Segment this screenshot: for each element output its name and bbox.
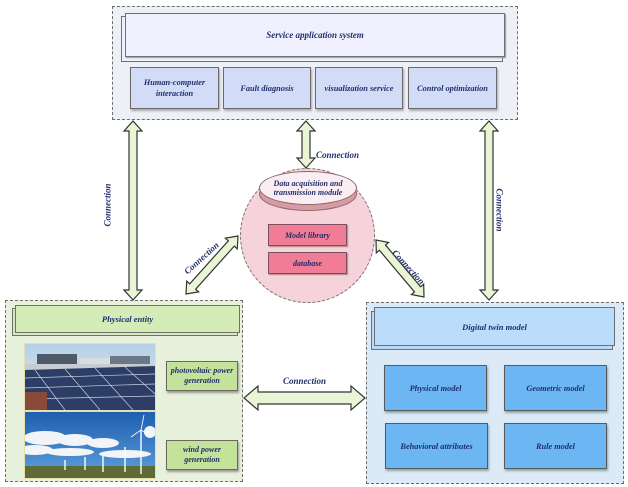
connection-label-right: Connection bbox=[494, 188, 505, 232]
wind-turbines-image bbox=[25, 412, 155, 478]
service-application-title: Service application system bbox=[125, 13, 505, 57]
wind-generation-box[interactable]: wind power generation bbox=[166, 440, 238, 470]
data-acquisition-module[interactable]: Data acquisition and transmission module bbox=[259, 171, 357, 205]
module-visualization-service[interactable]: visualization service bbox=[315, 67, 403, 109]
arrow-hub-twin bbox=[375, 239, 425, 298]
arrow-service-physical bbox=[122, 120, 144, 301]
database-box[interactable]: database bbox=[268, 252, 347, 274]
model-library-box[interactable]: Model library bbox=[268, 224, 347, 246]
connection-label-left: Connection bbox=[102, 183, 113, 227]
solar-panels-photo bbox=[24, 343, 156, 411]
connection-label-bottom: Connection bbox=[283, 376, 327, 386]
behavioral-attributes-box[interactable]: Behavioral attributes bbox=[385, 423, 488, 469]
module-control-optimization[interactable]: Control optimization bbox=[408, 67, 497, 109]
wind-turbines-photo bbox=[24, 411, 156, 479]
arrow-hub-physical bbox=[185, 235, 239, 295]
connection-label-top: Connection bbox=[316, 150, 360, 160]
geometric-model-box[interactable]: Geometric model bbox=[504, 365, 607, 411]
rule-model-box[interactable]: Rule model bbox=[504, 423, 607, 469]
solar-panels-image bbox=[25, 344, 155, 410]
arrow-physical-twin bbox=[243, 384, 366, 412]
physical-model-box[interactable]: Physical model bbox=[384, 365, 487, 411]
photovoltaic-generation-box[interactable]: photovoltaic power generation bbox=[166, 361, 238, 391]
digital-twin-title: Digital twin model bbox=[374, 307, 615, 346]
module-human-computer-interaction[interactable]: Human-computer interaction bbox=[130, 67, 219, 109]
arrow-service-twin bbox=[478, 120, 500, 301]
module-fault-diagnosis[interactable]: Fault diagnosis bbox=[223, 67, 311, 109]
arrow-service-hub bbox=[295, 120, 317, 169]
physical-entity-title: Physical entity bbox=[15, 305, 240, 333]
